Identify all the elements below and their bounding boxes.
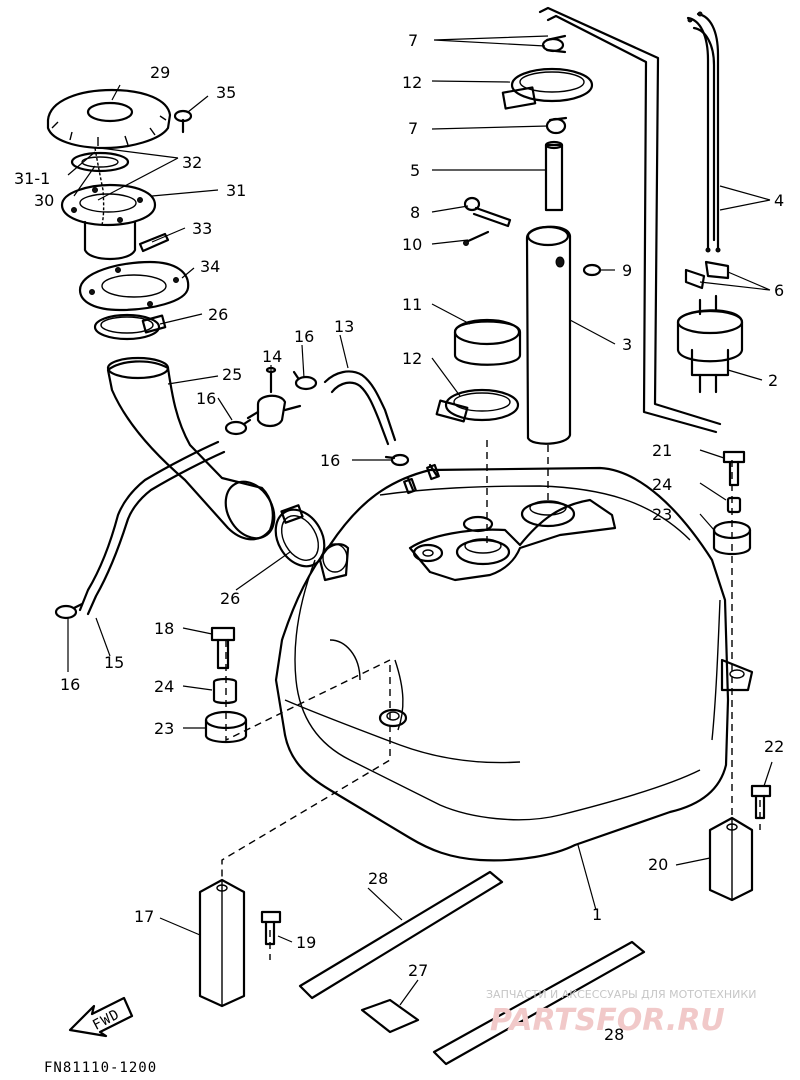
bolt-part-8	[463, 196, 512, 228]
rollover-valve-part-14	[246, 366, 302, 428]
callout-8: 8	[410, 203, 420, 222]
callout-labels: 29 35 31-1 32 30 31 33 34 26 25 14 16 13…	[14, 31, 784, 1044]
callout-17: 17	[134, 907, 154, 926]
tube-part-3	[525, 225, 572, 445]
callout-23-right: 23	[652, 505, 672, 524]
cap-chain-part-32	[94, 147, 105, 226]
callout-32: 32	[182, 153, 202, 172]
callout-1: 1	[592, 905, 602, 924]
callout-28-upper: 28	[368, 869, 388, 888]
callout-18: 18	[154, 619, 174, 638]
clip-part-7-upper	[541, 34, 567, 54]
filler-neck-part-31	[60, 183, 157, 260]
hose-clamp-part-26-upper	[93, 313, 167, 341]
diagram-code: FN81110-1200	[44, 1060, 157, 1076]
fuel-tank-part-1	[274, 463, 754, 862]
callout-19: 19	[296, 933, 316, 952]
watermark-logo: PARTSFOR.RU	[490, 1003, 725, 1038]
callout-6: 6	[774, 281, 784, 300]
callout-27: 27	[408, 961, 428, 980]
cotter-pin-part-10	[463, 230, 490, 246]
bolt-part-19	[260, 910, 282, 946]
callout-13: 13	[334, 317, 354, 336]
callout-24-right: 24	[652, 475, 672, 494]
callout-31: 31	[226, 181, 246, 200]
clip-part-7-lower	[545, 116, 568, 135]
cap-gasket-part-30	[70, 151, 130, 173]
vent-hose-part-13	[323, 370, 397, 446]
bracket-part-20	[708, 816, 754, 902]
hose-clip-part-16-a	[224, 418, 252, 436]
callout-20: 20	[648, 855, 668, 874]
fuel-cap-part-29	[46, 88, 172, 150]
pin-part-5	[544, 140, 564, 212]
watermark-tagline: ЗАПЧАСТИ И АКСЕССУАРЫ ДЛЯ МОТОТЕХНИКИ	[486, 988, 756, 1001]
callout-29: 29	[150, 63, 170, 82]
washer-part-9	[582, 263, 602, 277]
fittings-part-6	[684, 260, 730, 290]
callout-28-lower: 28	[604, 1025, 624, 1044]
drain-nipple-part-33	[138, 232, 170, 253]
rubber-pad-part-28-upper	[298, 870, 504, 1000]
fuel-lines-part-4	[686, 11, 721, 253]
assembly-guide-lines	[221, 440, 761, 960]
gasket-part-34	[78, 260, 190, 312]
callout-14: 14	[262, 347, 282, 366]
callout-34: 34	[200, 257, 220, 276]
screw-part-35	[173, 109, 193, 134]
fwd-arrow-icon: FWD	[68, 996, 134, 1038]
hose-clip-part-16-lower	[54, 602, 84, 620]
callout-7-upper: 7	[408, 31, 418, 50]
callout-35: 35	[216, 83, 236, 102]
bolt-part-18	[210, 626, 236, 670]
callout-16-c: 16	[320, 451, 340, 470]
bolt-part-22	[750, 784, 772, 820]
cap-part-11	[453, 318, 522, 366]
callout-12-lower: 12	[402, 349, 422, 368]
hose-clip-part-16-b	[292, 370, 318, 391]
callout-2: 2	[768, 371, 778, 390]
filler-hose-part-25	[106, 356, 276, 541]
callout-3: 3	[622, 335, 632, 354]
callout-15: 15	[104, 653, 124, 672]
callout-30: 30	[34, 191, 54, 210]
callout-4: 4	[774, 191, 784, 210]
callout-10: 10	[402, 235, 422, 254]
hose-clamp-part-12-upper	[501, 67, 594, 110]
callout-31-1: 31-1	[14, 169, 50, 188]
callout-24-left: 24	[154, 677, 174, 696]
callout-26-lower: 26	[220, 589, 240, 608]
callout-9: 9	[622, 261, 632, 280]
callout-23-left: 23	[154, 719, 174, 738]
fuel-pump-part-2	[676, 294, 744, 394]
callout-33: 33	[192, 219, 212, 238]
callout-5: 5	[410, 161, 420, 180]
bolt-part-21	[722, 450, 746, 487]
callout-16-d: 16	[60, 675, 80, 694]
callout-11: 11	[402, 295, 422, 314]
hose-clamp-part-26-lower	[274, 504, 326, 568]
callout-16-b: 16	[294, 327, 314, 346]
pump-bracket-outline	[538, 6, 722, 434]
bracket-part-17	[198, 878, 246, 1008]
callout-16-a: 16	[196, 389, 216, 408]
leader-lines	[67, 35, 773, 1006]
watermark: ЗАПЧАСТИ И АКСЕССУАРЫ ДЛЯ МОТОТЕХНИКИ PA…	[486, 988, 756, 1038]
rubber-pad-part-27	[360, 998, 420, 1034]
callout-22: 22	[764, 737, 784, 756]
breather-hose-part-15	[78, 440, 226, 616]
callout-26-upper: 26	[208, 305, 228, 324]
collar-part-24-right	[726, 496, 742, 514]
callout-21: 21	[652, 441, 672, 460]
hose-clamp-part-12-lower	[435, 388, 520, 423]
rubber-pad-part-28-lower	[432, 940, 646, 1066]
callout-25: 25	[222, 365, 242, 384]
callout-12-upper: 12	[402, 73, 422, 92]
collar-part-24-left	[212, 677, 238, 705]
callout-7-lower: 7	[408, 119, 418, 138]
